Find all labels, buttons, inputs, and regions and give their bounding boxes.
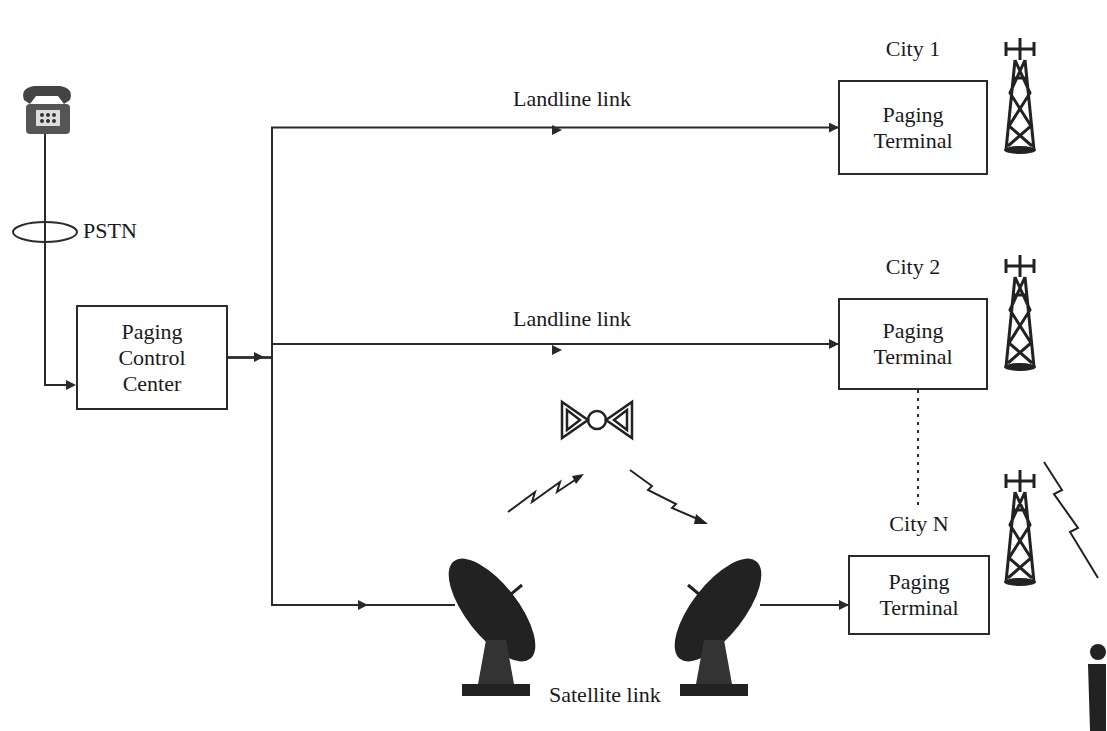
pstn-wire [45, 134, 70, 385]
flow-arrows [254, 125, 562, 610]
paging-node: City N Paging Terminal [848, 509, 990, 635]
tower-icon [1004, 38, 1036, 154]
terminal-box: Paging Control Center [76, 305, 228, 410]
city-name: City N [848, 509, 990, 539]
paging-node: City 2 Paging Terminal [838, 252, 988, 390]
pstn-ellipse [13, 222, 77, 242]
box-text: Paging Terminal [861, 102, 965, 154]
person-icon [1088, 644, 1106, 731]
radio-arrow [694, 514, 708, 524]
telephone-icon [23, 86, 71, 134]
city-name: City 2 [838, 252, 988, 282]
tower-icon [1004, 470, 1036, 586]
paging-node: City 1 Paging Terminal [838, 34, 988, 175]
link-label: Landline link [510, 306, 634, 332]
link-line [228, 358, 848, 606]
terminal-box: Paging Terminal [838, 298, 988, 390]
tower-icon [1004, 255, 1036, 371]
satellite-dish [659, 545, 776, 696]
radio-link [1044, 462, 1098, 578]
box-text: Paging Terminal [867, 569, 971, 621]
wire-arrow [66, 380, 76, 390]
link-line [228, 344, 838, 358]
box-text: Paging Terminal [861, 318, 965, 370]
dotted-link [917, 390, 919, 509]
terminal-box: Paging Terminal [848, 555, 990, 635]
radio-link [508, 470, 700, 520]
link-label: Landline link [510, 86, 634, 112]
link-line [228, 128, 838, 358]
box-text: Paging Control Center [100, 319, 204, 397]
paging-node: Paging Control Center [76, 305, 228, 410]
terminal-box: Paging Terminal [838, 80, 988, 175]
link-label: Satellite link [546, 682, 664, 708]
network-label: PSTN [80, 218, 140, 244]
city-name: City 1 [838, 34, 988, 64]
satellite-dish [433, 545, 550, 696]
radio-arrow [572, 474, 584, 484]
satellite-icon [562, 402, 632, 438]
